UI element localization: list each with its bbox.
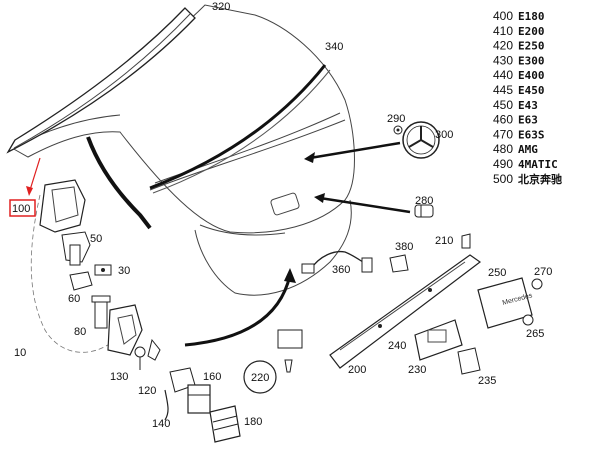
camera-230[interactable] <box>414 319 463 361</box>
badge-model-name: 北京奔驰 <box>518 172 562 186</box>
handle-strip-200[interactable] <box>329 254 482 369</box>
badge-part-number: 420 <box>493 39 513 53</box>
badge-part-number: 440 <box>493 68 513 82</box>
badge-part-number: 450 <box>493 98 513 112</box>
callout-130: 130 <box>110 371 128 383</box>
badge-part-number: 445 <box>493 83 513 97</box>
badge-model-name: AMG <box>518 143 538 156</box>
badge-model-name: E200 <box>518 25 545 38</box>
badge-row: 420 E250 <box>493 39 545 53</box>
callout-240: 240 <box>388 340 406 352</box>
grommet-265[interactable] <box>522 314 534 326</box>
callout-50: 50 <box>90 233 102 245</box>
callout-100: 100 <box>12 203 30 215</box>
badge-part-number: 410 <box>493 24 513 38</box>
callout-10: 10 <box>14 347 26 359</box>
lock-assembly[interactable] <box>107 304 143 356</box>
callout-235: 235 <box>478 375 496 387</box>
badge-model-name: E250 <box>518 40 545 53</box>
badge-model-name: E63S <box>518 128 545 141</box>
badge-row: 410 E200 <box>493 24 545 38</box>
callout-labels: 320 340 290 300 280 50 30 60 80 10 130 1… <box>14 1 552 430</box>
callout-290: 290 <box>387 113 405 125</box>
callout-265: 265 <box>526 328 544 340</box>
clip-210[interactable] <box>461 233 471 249</box>
badge-part-number: 500 <box>493 172 513 186</box>
wiring-360[interactable] <box>301 250 373 274</box>
badge-part-number: 470 <box>493 127 513 141</box>
callout-120: 120 <box>138 385 156 397</box>
leader-arrows <box>26 141 411 347</box>
hinge-cover-100[interactable] <box>39 179 86 233</box>
callout-140: 140 <box>152 418 170 430</box>
badge-row: 470 E63S <box>493 127 545 141</box>
badge-row: 460 E63 <box>493 113 538 127</box>
callout-200: 200 <box>348 364 366 376</box>
trunk-lid <box>11 4 355 296</box>
badge-part-number: 400 <box>493 9 513 23</box>
callout-340: 340 <box>325 41 343 53</box>
bolt-270[interactable] <box>531 278 543 290</box>
callout-100-highlight[interactable]: 100 <box>9 199 36 217</box>
trim-strip-340[interactable] <box>149 64 331 194</box>
callout-220: 220 <box>251 372 269 384</box>
module-160[interactable] <box>187 384 211 414</box>
badge-model-name: E300 <box>518 54 545 67</box>
callout-180: 180 <box>244 416 262 428</box>
latch-50[interactable] <box>61 231 91 266</box>
seal-strip-100[interactable] <box>30 136 152 353</box>
callout-280: 280 <box>415 195 433 207</box>
badge-model-name: E450 <box>518 84 545 97</box>
callout-210: 210 <box>435 235 453 247</box>
badge-row: 445 E450 <box>493 83 545 97</box>
badge-row: 440 E400 <box>493 68 545 82</box>
badge-row: 430 E300 <box>493 53 545 67</box>
badge-row: 450 E43 <box>493 98 538 112</box>
badge-model-name: E43 <box>518 99 538 112</box>
part-60[interactable] <box>69 271 93 291</box>
badge-model-name: E63 <box>518 114 538 127</box>
clip-380[interactable] <box>389 254 409 273</box>
callout-160: 160 <box>203 371 221 383</box>
actuator-80[interactable] <box>91 295 111 329</box>
callout-30: 30 <box>118 265 130 277</box>
badge-model-name: 4MATIC <box>518 158 558 171</box>
badge-row: 400 E180 <box>493 9 545 23</box>
badge-part-number: 480 <box>493 142 513 156</box>
badge-row: 480 AMG <box>493 142 538 156</box>
bolt-130[interactable] <box>134 346 146 370</box>
badge-part-number: 490 <box>493 157 513 171</box>
stud-280[interactable] <box>414 204 434 218</box>
spoiler-320[interactable] <box>6 7 196 154</box>
cable-120[interactable] <box>147 338 161 361</box>
callout-380: 380 <box>395 241 413 253</box>
callout-60: 60 <box>68 293 80 305</box>
control-unit-180[interactable] <box>209 405 241 443</box>
callout-360: 360 <box>332 264 350 276</box>
license-plate-bracket-250[interactable]: Mercedes <box>477 277 534 329</box>
badge-model-name: E180 <box>518 10 545 23</box>
clip-290[interactable] <box>393 125 403 135</box>
callout-270: 270 <box>534 266 552 278</box>
badge-part-number: 430 <box>493 53 513 67</box>
badge-part-number: 460 <box>493 113 513 127</box>
callout-320: 320 <box>212 1 230 13</box>
badge-model-name: E400 <box>518 69 545 82</box>
callout-80: 80 <box>74 326 86 338</box>
part-235[interactable] <box>457 347 481 375</box>
badge-row: 500 北京奔驰 <box>493 172 562 186</box>
callout-230: 230 <box>408 364 426 376</box>
bolt-30[interactable] <box>94 264 112 276</box>
clip-220[interactable] <box>243 329 303 394</box>
callout-300: 300 <box>435 129 453 141</box>
badge-row: 490 4MATIC <box>493 157 558 171</box>
callout-250: 250 <box>488 267 506 279</box>
star-emblem-300[interactable] <box>402 121 440 159</box>
